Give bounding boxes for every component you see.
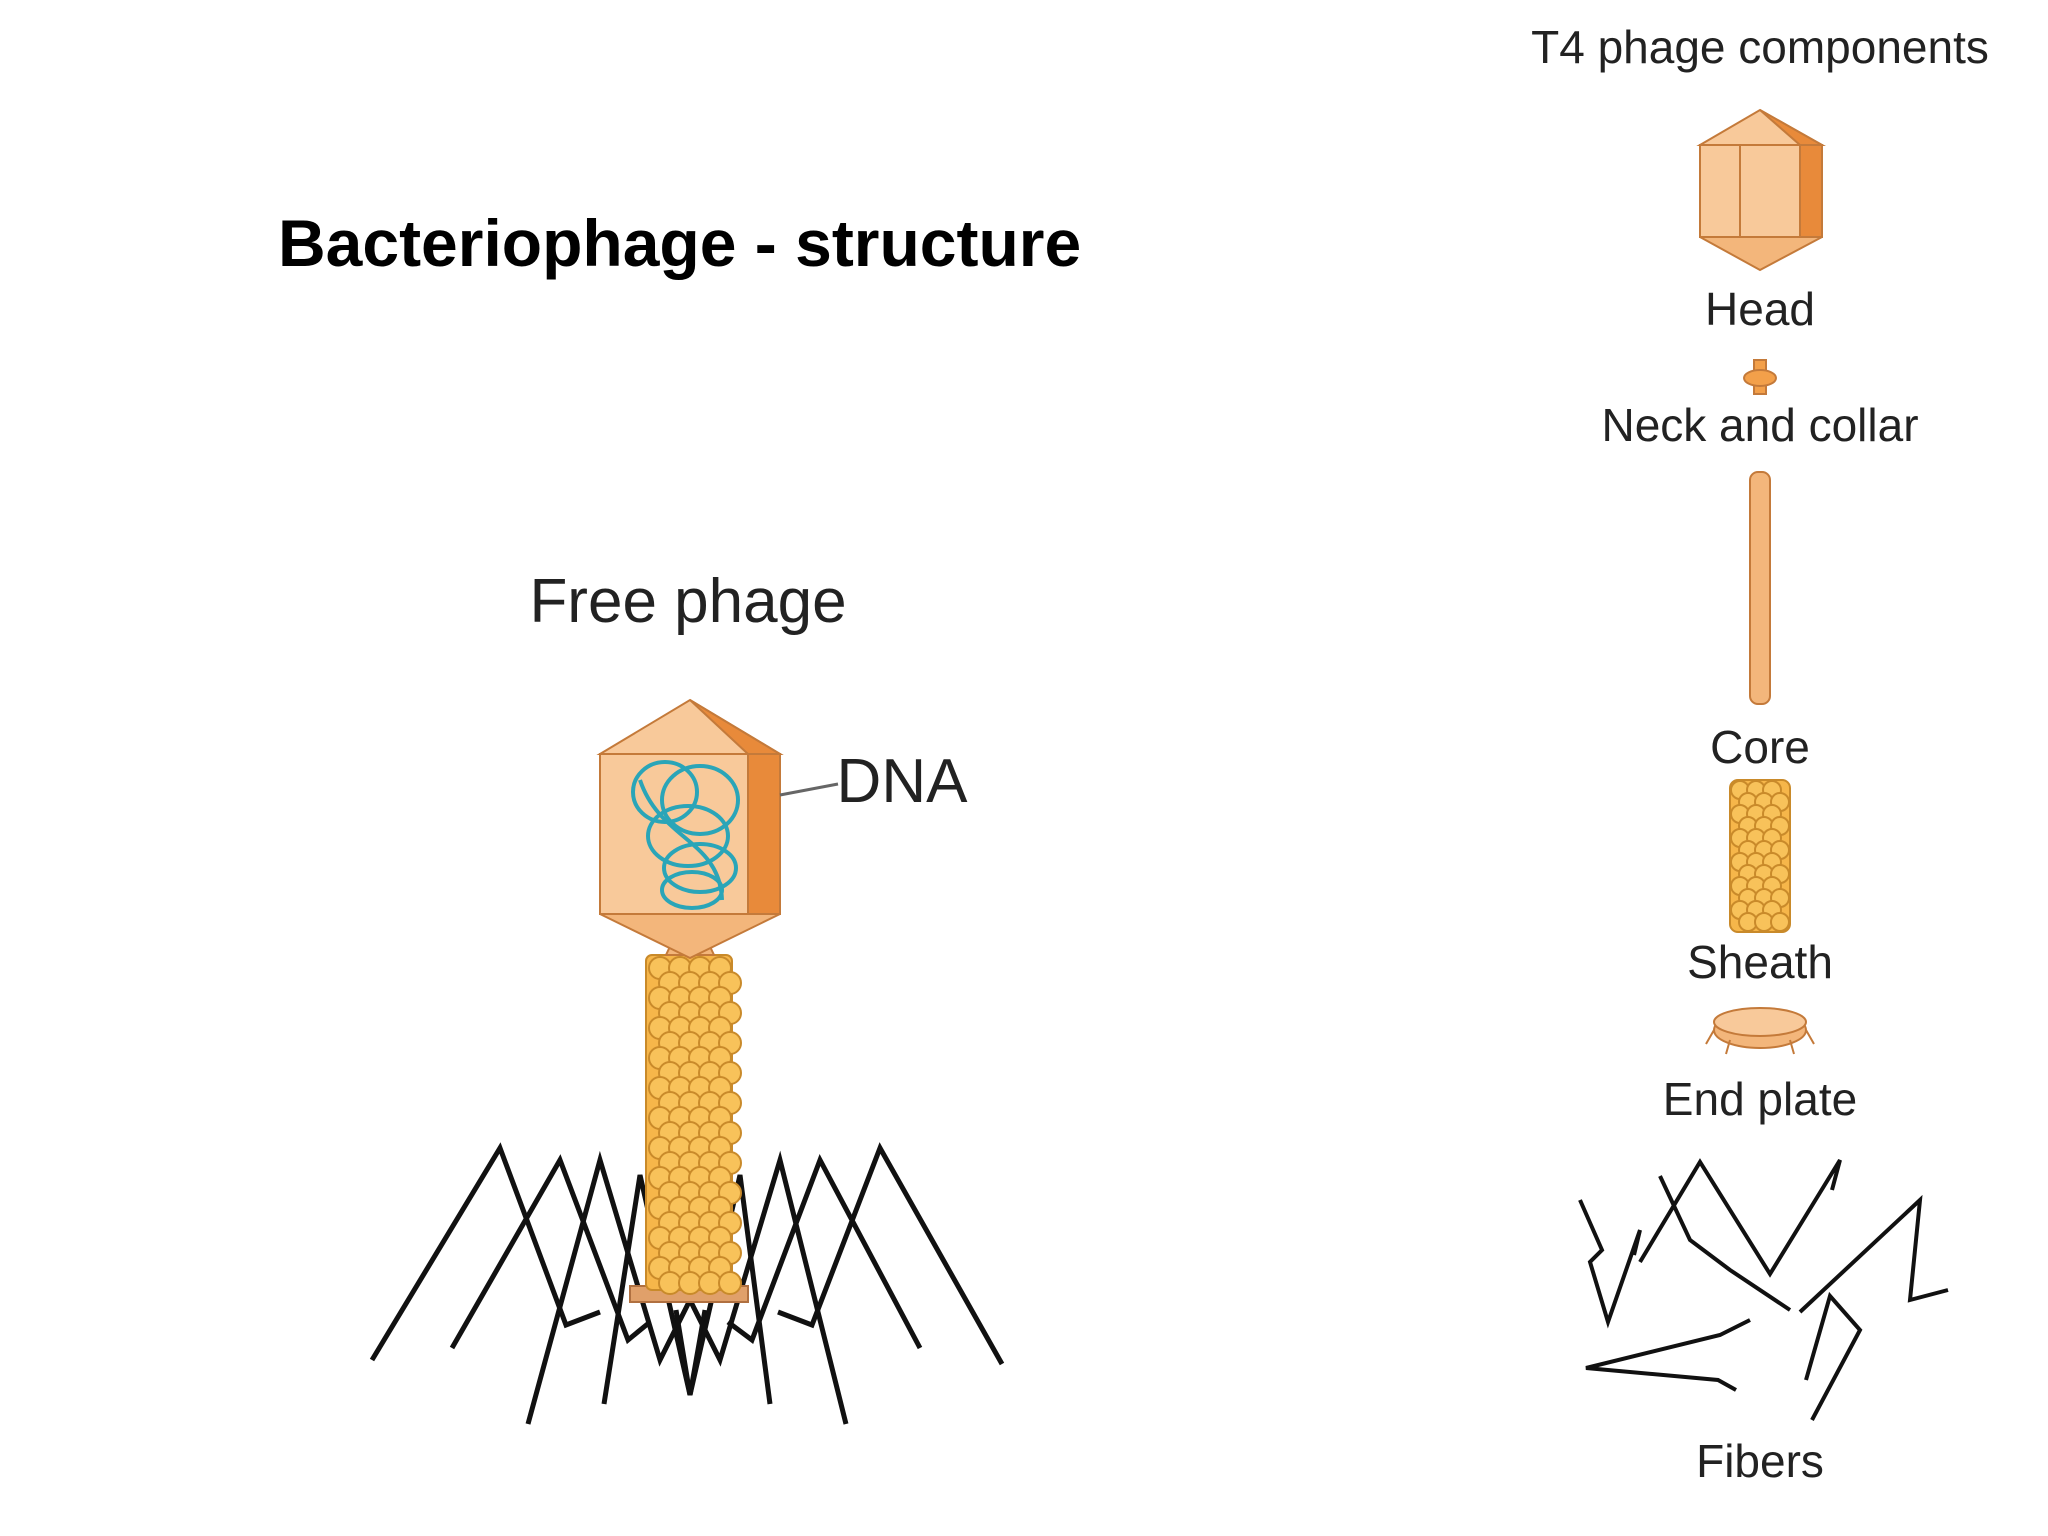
component-label-end-plate: End plate [1662,1073,1858,1125]
sheath-bead [718,1271,742,1295]
component-label-neck-and-collar: Neck and collar [1601,399,1919,451]
component-core [1749,471,1771,705]
components-illustration [1578,108,1949,1421]
sheath-bead [678,1271,702,1295]
component-sheath [1729,779,1791,933]
free-phage-illustration [369,698,1005,1425]
sheath-bead [658,1271,682,1295]
component-end-plate [1705,1007,1815,1055]
component-label-head: Head [1705,283,1815,335]
component-label-sheath: Sheath [1687,936,1833,988]
component-head [1696,108,1826,272]
dna-pointer-line [779,782,839,797]
slide-title: Bacteriophage - structure [278,206,1082,280]
component-label-core: Core [1710,721,1810,773]
dna-label: DNA [836,747,968,816]
component-label-fibers: Fibers [1696,1435,1824,1487]
sheath-bead [1770,912,1790,932]
component-neck-and-collar [1743,359,1777,395]
component-fibers [1578,1158,1949,1421]
free-phage-heading: Free phage [529,567,847,636]
components-heading: T4 phage components [1531,21,1989,73]
free-phage-sheath [645,954,742,1295]
sheath-bead [698,1271,722,1295]
free-phage-head [596,698,784,960]
free-phage-dna [631,760,740,910]
